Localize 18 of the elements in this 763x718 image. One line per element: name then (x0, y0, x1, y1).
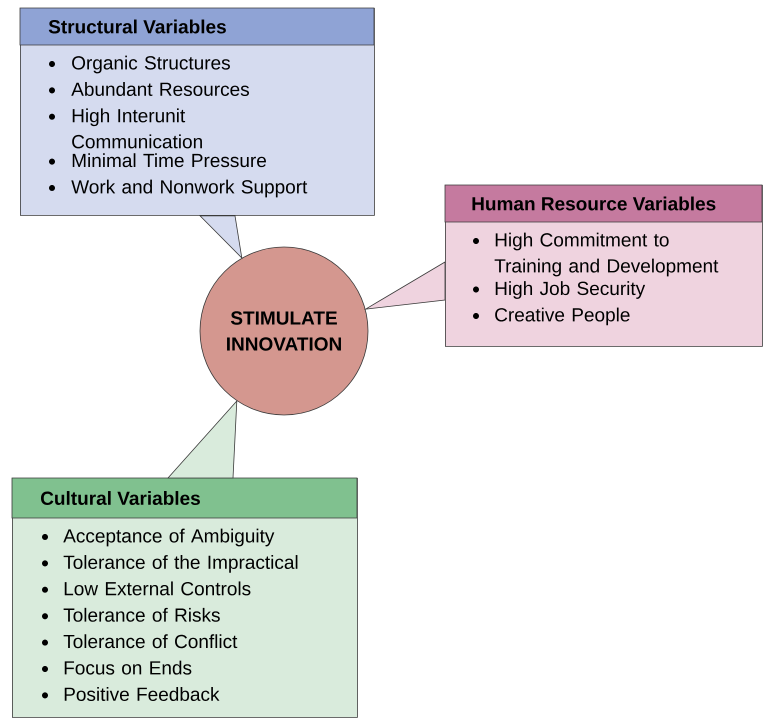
box-heading: Human Resource Variables (444, 184, 762, 222)
bullet-item: Creative People (473, 308, 630, 326)
bullet-item: Minimal Time Pressure (49, 153, 266, 168)
bullet-item: Positive Feedback (42, 687, 220, 701)
bullet-item: Work and Nonwork Support (49, 180, 308, 198)
bullet-item: High Commitment to Training and Development (473, 232, 718, 276)
bullet-item: High Job Security (473, 281, 646, 299)
bullet-item: Tolerance of the Impractical (42, 555, 298, 573)
bullet-item: Abundant Resources (49, 82, 249, 96)
bullet-item: High Interunit Communication (49, 108, 202, 148)
box-heading: Cultural Variables (12, 478, 358, 518)
box-heading: Structural Variables (20, 8, 374, 46)
bullet-item: Focus on Ends (42, 660, 192, 675)
bullet-item: Tolerance of Risks (42, 608, 220, 622)
bullet-item: Acceptance of Ambiguity (42, 528, 274, 546)
bullet-item: Tolerance of Conflict (42, 634, 238, 648)
bullet-item: Organic Structures (49, 56, 230, 74)
bullet-item: Low External Controls (42, 581, 250, 596)
